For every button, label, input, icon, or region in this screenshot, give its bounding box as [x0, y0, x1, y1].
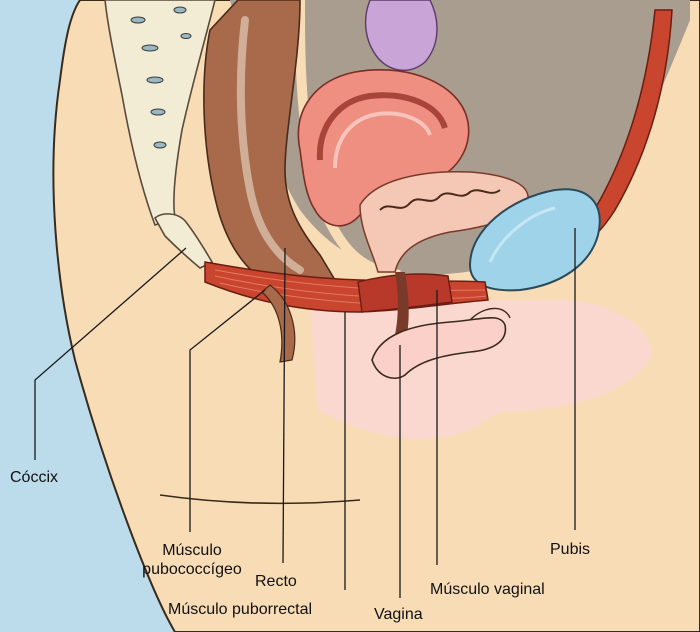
uterus-lining: [316, 92, 448, 161]
labia: [371, 316, 507, 379]
pubic-bone: [468, 188, 601, 292]
perineal-body: [469, 307, 511, 321]
coccyx-bone: [153, 213, 214, 269]
uterus-lining-inner: [333, 111, 432, 169]
label-musculo-pubococcigeo: Músculo pubococcígeo: [112, 541, 272, 579]
vaginal-canal: [392, 272, 409, 345]
label-musculo-pubococcigeo-line2: pubococcígeo: [142, 561, 242, 578]
label-musculo-pubococcigeo-line1: Músculo: [162, 542, 222, 559]
rectum-inner: [236, 16, 304, 274]
label-musculo-vaginal: Músculo vaginal: [430, 581, 545, 598]
label-musculo-puborrectal: Músculo puborrectal: [168, 601, 313, 618]
ovary: [364, 0, 438, 71]
label-vagina: Vagina: [374, 606, 423, 623]
leader-pubococcigeo: [189, 289, 266, 532]
pubic-bone-texture: [488, 206, 556, 263]
anal-canal: [261, 284, 296, 363]
leader-recto: [282, 247, 286, 564]
label-pubis: Pubis: [550, 541, 591, 558]
label-coccix: Cóccix: [10, 469, 59, 486]
vaginal-rugae: [379, 189, 501, 211]
leader-coccix: [34, 247, 187, 460]
label-recto: Recto: [255, 573, 297, 590]
sacral-foramina: [130, 6, 192, 149]
buttock-contour: [159, 494, 361, 505]
leader-lines: [34, 228, 576, 598]
